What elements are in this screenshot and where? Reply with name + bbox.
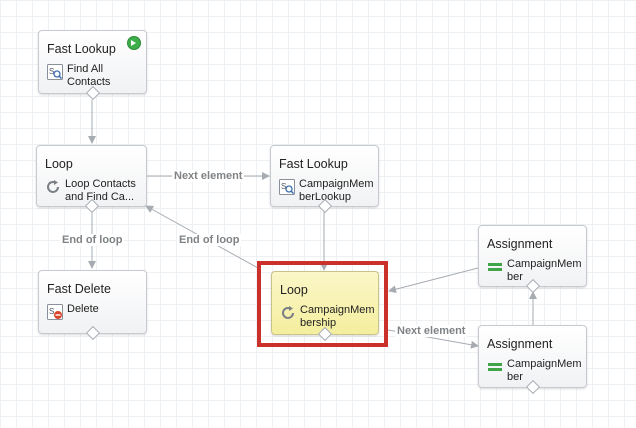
node-label: Loop Contacts and Find Ca... [65,178,136,203]
node-fast-lookup-campaign-member[interactable]: Fast Lookup S CampaignMem berLookup [270,145,379,214]
fast-lookup-icon: S [47,64,63,80]
fast-lookup-icon: S [279,179,295,195]
node-type: Assignment [487,337,553,351]
loop-icon [47,180,59,193]
connector-label-next-element-2[interactable]: Next element [395,325,468,337]
node-assignment-top[interactable]: Assignment CampaignMem ber [478,225,587,294]
connector-label-next-element-1[interactable]: Next element [172,170,245,182]
assignment-icon [488,363,502,371]
node-fast-lookup-find-all-contacts[interactable]: Fast Lookup S Find All Contacts [38,30,147,101]
node-type: Fast Lookup [47,42,116,56]
svg-text:S: S [281,182,286,191]
assignment-icon [488,263,502,271]
node-label: Find All Contacts [67,63,111,88]
start-icon [127,36,141,50]
node-assignment-bottom[interactable]: Assignment CampaignMem ber [478,325,587,395]
node-type: Loop [280,283,308,297]
connector-assignment-top-to-loop [388,267,479,294]
svg-text:S: S [49,67,54,76]
selection-highlight [257,261,388,347]
connector-label-end-of-loop-2[interactable]: End of loop [177,234,242,246]
node-label: CampaignMem ber [507,258,582,283]
node-loop-contacts[interactable]: Loop Loop Contacts and Find Ca... [36,145,147,214]
node-loop-campaign-membership[interactable]: Loop CampaignMem bership [271,271,379,342]
fast-delete-icon: S [47,304,63,320]
node-label: CampaignMem bership [300,304,375,329]
loop-icon [282,306,294,319]
node-fast-delete[interactable]: Fast Delete S Delete [38,270,147,341]
node-type: Assignment [487,237,553,251]
node-type: Fast Delete [47,282,111,296]
node-type: Loop [45,157,73,171]
node-label: Delete [67,303,99,315]
node-type: Fast Lookup [279,157,348,171]
svg-text:S: S [49,307,54,316]
connector-label-end-of-loop-1[interactable]: End of loop [60,234,125,246]
node-label: CampaignMem ber [507,358,582,383]
node-label: CampaignMem berLookup [299,178,374,203]
